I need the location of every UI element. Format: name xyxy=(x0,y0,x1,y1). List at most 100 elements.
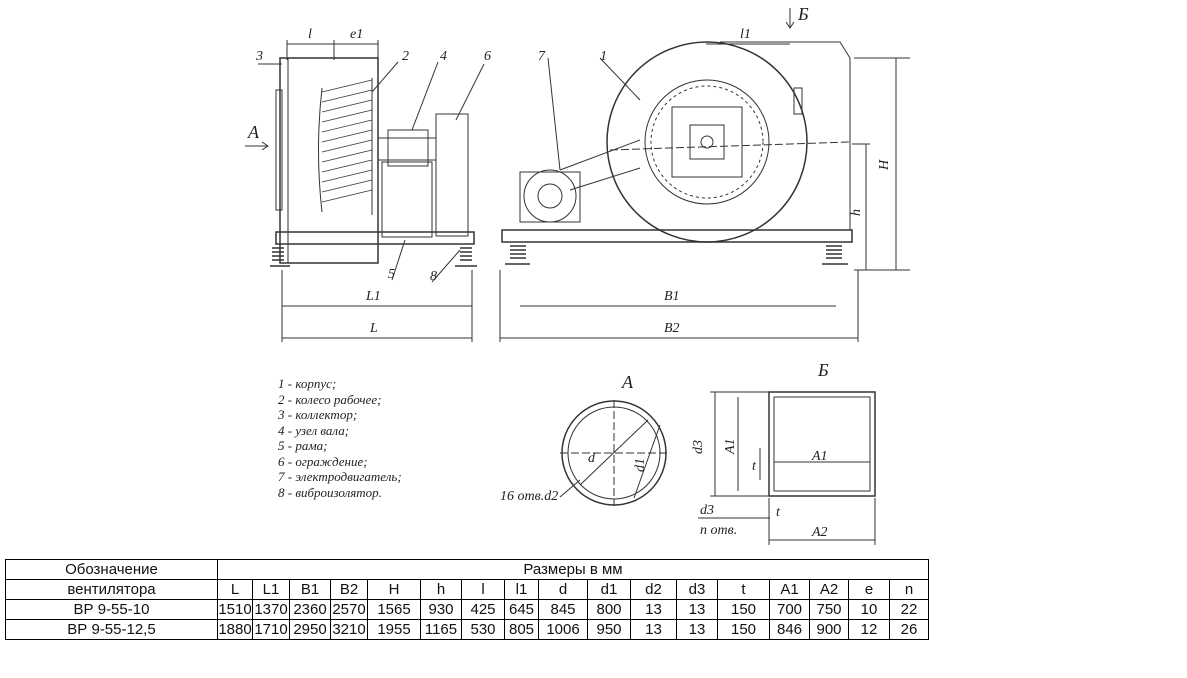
dim-l-label: l xyxy=(308,27,312,42)
dim-L-label: L xyxy=(369,321,378,336)
column-header: A2 xyxy=(809,579,849,600)
legend-item: 3 - коллектор; xyxy=(278,407,358,422)
column-header: H xyxy=(367,579,421,600)
row-designation: ВР 9-55-10 xyxy=(5,599,218,620)
table-cell: 1370 xyxy=(252,599,290,620)
designation-header-2: вентилятора xyxy=(5,579,218,600)
dim-A2-label: A2 xyxy=(811,525,828,540)
legend-item: 4 - узел вала; xyxy=(278,422,350,438)
table-cell: 930 xyxy=(420,599,462,620)
table-cell: 13 xyxy=(630,599,677,620)
table-cell: 1165 xyxy=(420,619,462,640)
column-header: d xyxy=(538,579,588,600)
dim-d3-label: d3 xyxy=(691,440,706,454)
part-2: 2 xyxy=(402,49,409,64)
table-cell: 150 xyxy=(717,599,770,620)
dim-H-label: H xyxy=(877,159,892,171)
row-designation: ВР 9-55-12,5 xyxy=(5,619,218,640)
table-cell: 805 xyxy=(504,619,539,640)
table-cell: 12 xyxy=(848,619,890,640)
column-header: d2 xyxy=(630,579,677,600)
view-a-label: А xyxy=(247,122,260,142)
table-cell: 950 xyxy=(587,619,631,640)
designation-header-1: Обозначение xyxy=(5,559,218,580)
table-cell: 1955 xyxy=(367,619,421,640)
table-cell: 22 xyxy=(889,599,929,620)
table-cell: 845 xyxy=(538,599,588,620)
column-header: A1 xyxy=(769,579,810,600)
table-cell: 700 xyxy=(769,599,810,620)
table-cell: 1880 xyxy=(217,619,253,640)
table-cell: 1565 xyxy=(367,599,421,620)
column-header: n xyxy=(889,579,929,600)
legend-item: 7 - электродвигатель; xyxy=(278,469,402,484)
legend-item: 5 - рама; xyxy=(278,438,328,453)
column-header: l1 xyxy=(504,579,539,600)
table-cell: 750 xyxy=(809,599,849,620)
dim-l1-label: l1 xyxy=(740,27,751,42)
column-header: e xyxy=(848,579,890,600)
view-a xyxy=(559,400,668,506)
parts-legend: 1 - корпус; 2 - колесо рабочее; 3 - колл… xyxy=(278,376,402,500)
dim-L1-label: L1 xyxy=(365,289,381,304)
legend-item: 6 - ограждение; xyxy=(278,453,368,469)
fan-technical-drawing: А Б А Б 3 2 4 6 7 1 5 8 l e1 l1 H h L1 L… xyxy=(245,4,910,545)
dim-d1-label: d1 xyxy=(633,458,648,472)
table-cell: 10 xyxy=(848,599,890,620)
table-cell: 13 xyxy=(630,619,677,640)
table-cell: 1710 xyxy=(252,619,290,640)
view-b-label: Б xyxy=(797,4,809,24)
part-1: 1 xyxy=(600,49,607,64)
column-header: t xyxy=(717,579,770,600)
table-cell: 13 xyxy=(676,619,718,640)
table-cell: 846 xyxy=(769,619,810,640)
view-b xyxy=(698,391,876,545)
table-cell: 13 xyxy=(676,599,718,620)
table-cell: 2950 xyxy=(289,619,331,640)
dim-d3b-label: d3 xyxy=(700,503,714,518)
part-5: 5 xyxy=(388,267,395,282)
part-4: 4 xyxy=(440,49,447,64)
table-cell: 2360 xyxy=(289,599,331,620)
side-view xyxy=(245,40,485,342)
front-view xyxy=(499,8,910,342)
table-cell: 3210 xyxy=(330,619,368,640)
column-header: l xyxy=(461,579,505,600)
table-cell: 425 xyxy=(461,599,505,620)
dim-t2-label: t xyxy=(776,505,781,520)
part-8: 8 xyxy=(430,269,437,284)
table-cell: 800 xyxy=(587,599,631,620)
table-cell: 530 xyxy=(461,619,505,640)
view-b-title: Б xyxy=(817,360,829,380)
column-header: B1 xyxy=(289,579,331,600)
column-header: B2 xyxy=(330,579,368,600)
dim-t-label: t xyxy=(752,459,757,474)
part-6: 6 xyxy=(484,49,491,64)
dim-d-label: d xyxy=(588,451,596,466)
column-header: d3 xyxy=(676,579,718,600)
legend-item: 1 - корпус; xyxy=(278,376,337,391)
table-cell: 645 xyxy=(504,599,539,620)
column-header: L1 xyxy=(252,579,290,600)
legend-item: 8 - виброизолятор. xyxy=(278,484,382,500)
holes-n-note: n отв. xyxy=(700,523,737,538)
dim-A1-label: A1 xyxy=(811,449,828,464)
dim-B1-label: B1 xyxy=(664,289,680,304)
view-a-title: А xyxy=(621,372,634,392)
table-cell: 26 xyxy=(889,619,929,640)
table-cell: 2570 xyxy=(330,599,368,620)
dim-A1v-label: A1 xyxy=(723,438,738,455)
column-header: d1 xyxy=(587,579,631,600)
part-7: 7 xyxy=(538,49,546,64)
column-header: L xyxy=(217,579,253,600)
part-3: 3 xyxy=(255,49,263,64)
dim-h-label: h xyxy=(849,209,864,216)
table-cell: 150 xyxy=(717,619,770,640)
table-cell: 900 xyxy=(809,619,849,640)
legend-item: 2 - колесо рабочее; xyxy=(278,391,382,407)
dim-B2-label: B2 xyxy=(664,321,680,336)
table-cell: 1510 xyxy=(217,599,253,620)
table-cell: 1006 xyxy=(538,619,588,640)
dimensions-header: Размеры в мм xyxy=(217,559,929,580)
